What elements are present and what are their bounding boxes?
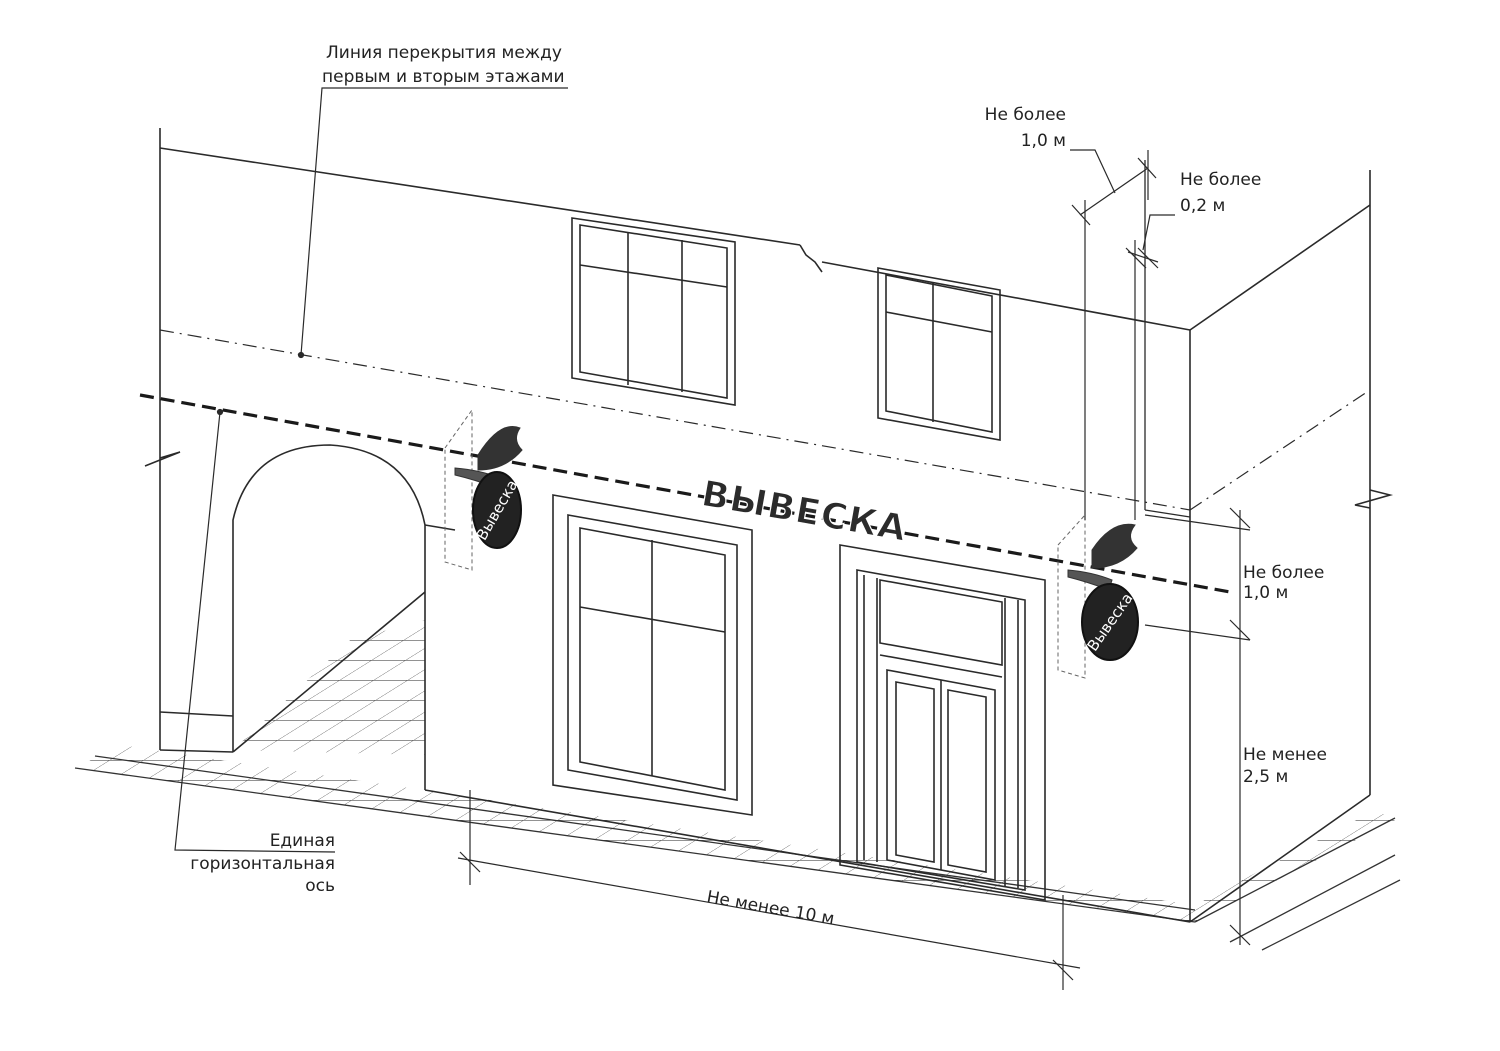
label-axis-2: горизонтальная xyxy=(190,854,335,874)
horizontal-axis-line xyxy=(139,393,1231,594)
label-max-1m-top-1: Не более xyxy=(985,105,1066,125)
label-max-02m-2: 0,2 м xyxy=(1180,196,1225,216)
upper-windows xyxy=(571,217,1001,441)
building xyxy=(144,128,1394,923)
pavement-front xyxy=(75,745,1395,922)
bracket-sign-right: Вывеска xyxy=(1057,513,1139,679)
label-max-1m-side-1: Не более xyxy=(1243,563,1324,583)
labels: Линия перекрытия между первым и вторым э… xyxy=(190,43,1327,929)
label-axis-1: Единая xyxy=(270,831,335,851)
label-min-25m-2: 2,5 м xyxy=(1243,767,1288,787)
label-max-02m-1: Не более xyxy=(1180,170,1261,190)
label-max-1m-side-2: 1,0 м xyxy=(1243,583,1288,603)
label-min-25m-1: Не менее xyxy=(1243,745,1327,765)
label-floor-line-2: первым и вторым этажами xyxy=(322,67,565,87)
leader-lines xyxy=(174,87,568,853)
ground-openings xyxy=(552,494,1046,901)
label-min-10m: Не менее 10 м xyxy=(705,887,836,929)
pavement-arch xyxy=(233,620,425,755)
label-floor-line-1: Линия перекрытия между xyxy=(326,43,562,63)
dimension-lines xyxy=(457,149,1251,990)
main-sign-text: ВЫВЕСКА xyxy=(698,473,909,549)
side-details xyxy=(1144,160,1191,518)
pavement xyxy=(74,620,1401,951)
round-sign-left xyxy=(472,471,522,549)
floor-line xyxy=(159,329,1371,511)
label-axis-3: ось xyxy=(305,876,335,896)
round-sign-right xyxy=(1081,583,1139,661)
bracket-sign-left: Вывеска xyxy=(444,408,523,571)
label-max-1m-top-2: 1,0 м xyxy=(1021,131,1066,151)
